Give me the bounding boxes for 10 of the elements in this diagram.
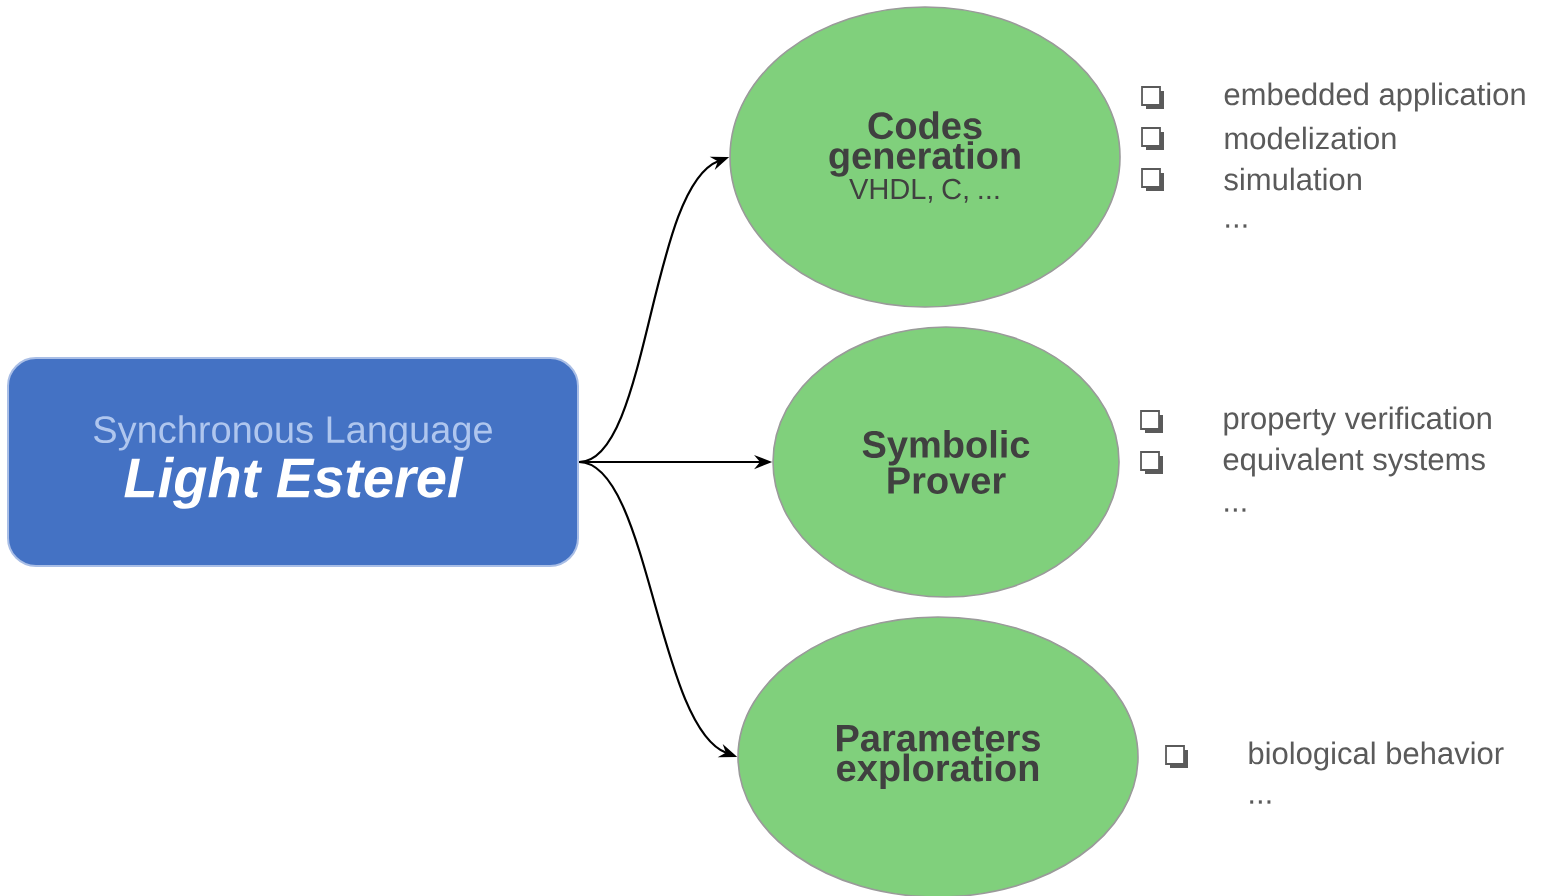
language-box: Synchronous Language Light Esterel <box>7 357 579 567</box>
list-item: property verification <box>1224 406 1491 436</box>
list-item: modelization <box>1225 126 1396 150</box>
list-item: ... <box>1225 508 1246 512</box>
list-item: simulation <box>1224 167 1361 191</box>
list-item: ... <box>1250 800 1271 804</box>
list-item: biological behavior <box>1249 741 1504 771</box>
list-item: ... <box>1226 224 1247 228</box>
list-item: embedded application <box>1224 82 1525 112</box>
list-item: equivalent systems <box>1223 447 1485 477</box>
